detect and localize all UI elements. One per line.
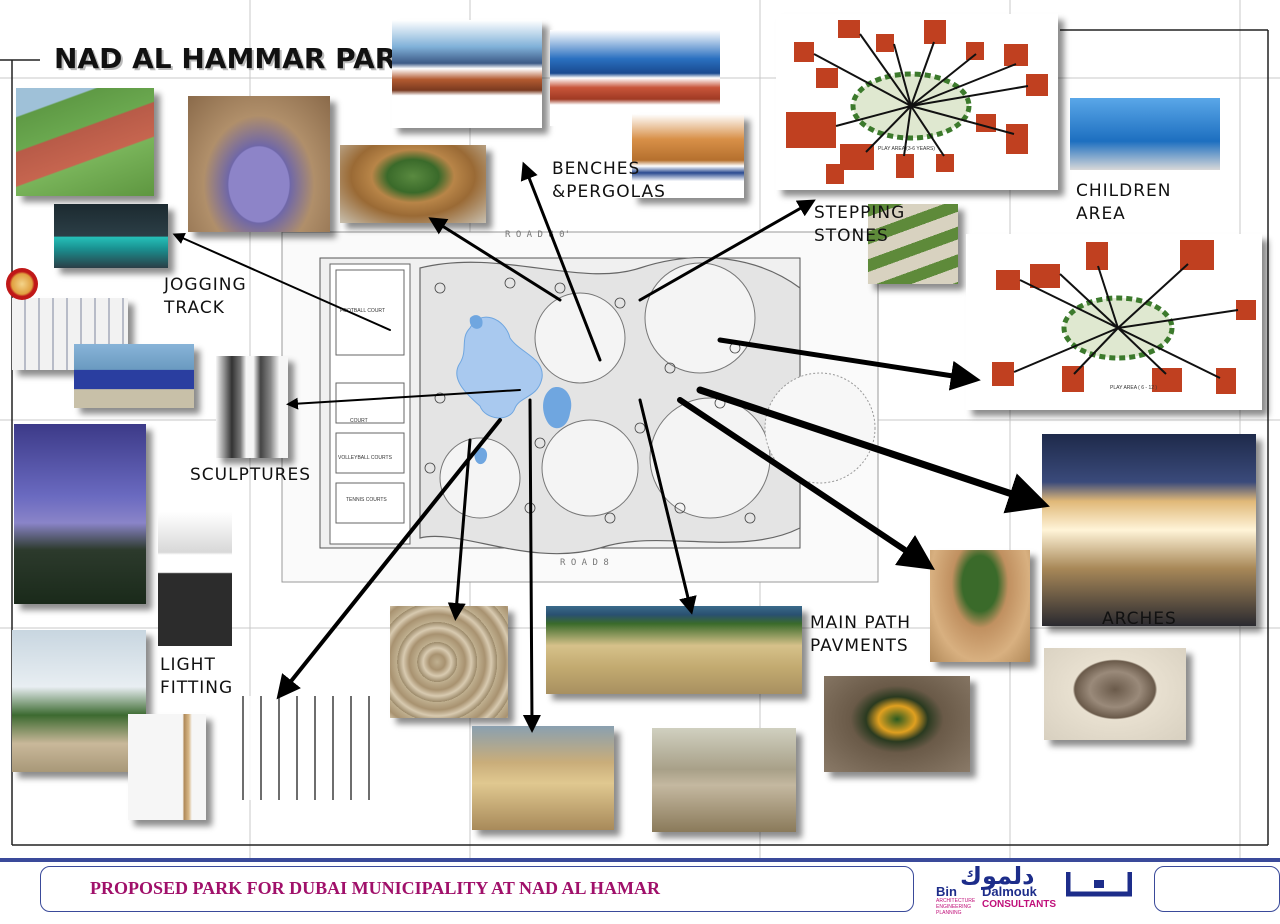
blue-rack-photo <box>74 344 194 408</box>
fitness-ramp-photo <box>54 204 168 268</box>
shade-canopy-photo <box>1070 98 1220 170</box>
label-arches: ARCHES <box>1102 609 1177 629</box>
footer-title-box <box>40 866 914 912</box>
modern-bench-photo <box>550 30 720 126</box>
label-benches: BENCHES&PERGOLAS <box>552 159 666 202</box>
logo-mark-icon <box>1066 872 1132 897</box>
stepping-stones-photo <box>868 204 958 284</box>
street-lamp-photo <box>12 630 146 772</box>
logo-dalmouk: Dalmouk <box>982 884 1037 899</box>
stone-wall-photo <box>652 728 796 832</box>
planter-photo <box>824 676 970 772</box>
page-title: NAD AL HAMMAR PARK <box>54 42 419 75</box>
wave-bench-photo <box>392 20 542 128</box>
label-sculptures: SCULPTURES <box>190 465 311 485</box>
sculpture-photo <box>216 356 288 458</box>
plan-road-bottom: R O A D 8 <box>560 558 609 568</box>
wood-bench-photo <box>632 114 744 198</box>
railing-photo <box>226 696 372 800</box>
picnic-table-photo <box>472 726 614 830</box>
plan-court: COURT <box>350 418 368 424</box>
plan-football: FOOTBALL COURT <box>340 308 386 314</box>
logo-consultants: CONSULTANTS <box>982 899 1057 910</box>
plan-volleyball: VOLLEYBALL COURTS <box>338 455 392 461</box>
night-lights-photo <box>14 424 146 604</box>
logo-arabic: دلموك <box>960 862 1035 890</box>
emergency-sign-icon <box>6 268 38 300</box>
play-area-large-diagram <box>992 240 1256 394</box>
play-area-large-label: PLAY AREA ( 6 - 12 ) <box>1110 385 1158 391</box>
play-area-small-label: PLAY AREA (3-6 YEARS) <box>878 146 935 152</box>
main-path-photo <box>546 606 802 694</box>
jogging-track-photo <box>16 88 154 196</box>
tree-bench-photo <box>188 96 330 232</box>
footer-right-box <box>1154 866 1280 912</box>
tree-grate-photo <box>930 550 1030 662</box>
round-bench-photo <box>340 145 486 223</box>
plan-road-top: R O A D 8 0' <box>505 230 571 240</box>
pebble-path-photo <box>390 606 508 718</box>
plan-tennis: TENNIS COURTS <box>346 497 387 503</box>
play-area-small-diagram <box>786 20 1048 184</box>
logo-bin: Bin <box>936 884 957 899</box>
master-plan <box>281 231 879 583</box>
footer-title: PROPOSED PARK FOR DUBAI MUNICIPALITY AT … <box>90 878 661 898</box>
wall-light-photo <box>128 714 206 820</box>
floodlight-photo <box>158 512 232 646</box>
pebble-planter-photo <box>1044 648 1186 740</box>
logo-services: ARCHITECTURE ENGINEERING PLANNING <box>936 898 976 916</box>
arches-photo <box>1042 434 1256 626</box>
